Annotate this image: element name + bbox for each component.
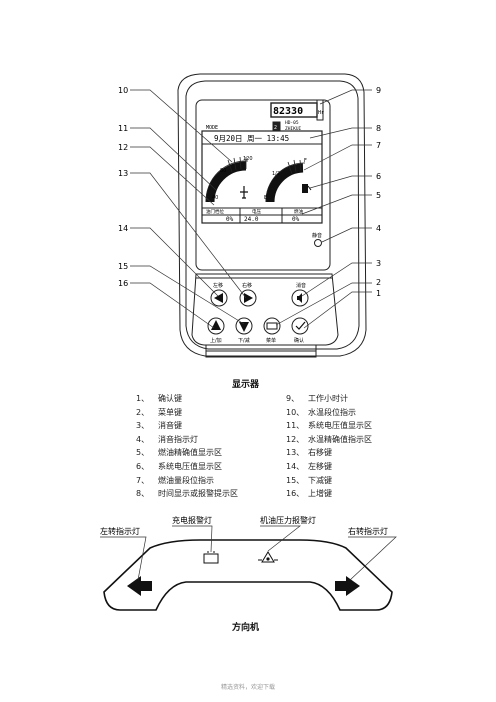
arrow-down-icon bbox=[239, 322, 249, 332]
thermometer-icon bbox=[240, 186, 248, 199]
svg-text:6: 6 bbox=[376, 172, 381, 181]
svg-text:8: 8 bbox=[376, 124, 381, 133]
right-turn-arrow-icon bbox=[335, 576, 360, 596]
svg-text:菜单: 菜单 bbox=[266, 337, 276, 344]
legend-item: 7、燃油量段位指示 bbox=[136, 475, 214, 485]
key-left[interactable]: 左移 bbox=[210, 282, 228, 307]
legend-item: 15、下减键 bbox=[286, 475, 332, 485]
label-oil-pressure: 机油压力报警灯 bbox=[260, 515, 316, 525]
status-row-labels: 油门档位 电压 燃油 bbox=[206, 208, 303, 215]
legend-item: 16、上增键 bbox=[286, 489, 332, 499]
legend-item: 5、燃油精确值显示区 bbox=[136, 448, 222, 458]
svg-text:E: E bbox=[264, 195, 267, 201]
svg-text:24.0: 24.0 bbox=[244, 216, 259, 223]
svg-text:上/加: 上/加 bbox=[210, 337, 222, 344]
legend-item: 6、系统电压值显示区 bbox=[136, 461, 222, 471]
coolant-temperature-gauge: 40 80 120 bbox=[205, 156, 253, 203]
svg-text:电压: 电压 bbox=[252, 208, 261, 215]
legend-item: 8、时间显示或报警提示区 bbox=[136, 489, 238, 499]
svg-text:0%: 0% bbox=[292, 216, 300, 223]
svg-text:左移: 左移 bbox=[213, 282, 223, 289]
svg-text:80: 80 bbox=[220, 168, 226, 174]
key-mute[interactable]: 消音 bbox=[291, 282, 309, 307]
svg-text:9: 9 bbox=[376, 86, 381, 95]
callout-numbers: 10 11 12 13 14 15 16 9 8 7 6 5 4 3 2 1 bbox=[118, 86, 381, 298]
svg-text:13: 13 bbox=[118, 169, 128, 178]
left-turn-arrow-icon bbox=[127, 576, 152, 596]
legend-item: 11、系统电压值显示区 bbox=[286, 421, 372, 431]
key-up[interactable]: 上/加 bbox=[207, 317, 225, 344]
legend-item: 2、菜单键 bbox=[136, 407, 182, 417]
svg-text:消音: 消音 bbox=[296, 282, 306, 289]
legend-item: 10、水温段位指示 bbox=[286, 407, 356, 417]
svg-text:2: 2 bbox=[376, 278, 381, 287]
legend-item: 13、右移键 bbox=[286, 448, 332, 458]
status-row-values: 0% 24.0 0% bbox=[226, 216, 300, 223]
direction-panel: 左转指示灯 充电报警灯 机油压力报警灯 右转指示灯 bbox=[100, 515, 397, 611]
svg-text:0%: 0% bbox=[226, 216, 234, 223]
display-caption: 显示器 bbox=[232, 380, 260, 390]
key-confirm[interactable]: 确认 bbox=[291, 317, 309, 344]
header-small-left: 2 bbox=[274, 125, 277, 131]
legend-item: 4、消音指示灯 bbox=[136, 434, 198, 444]
svg-text:14: 14 bbox=[118, 224, 128, 233]
svg-text:F: F bbox=[304, 158, 307, 164]
svg-text:下/减: 下/减 bbox=[238, 337, 250, 344]
legend-item: 12、水温精确值指示区 bbox=[286, 434, 372, 444]
arrow-left-icon bbox=[214, 293, 223, 303]
fuel-pump-icon bbox=[302, 184, 312, 193]
legend-item: 3、消音键 bbox=[136, 421, 182, 431]
svg-text:5: 5 bbox=[376, 191, 381, 200]
svg-text:1: 1 bbox=[376, 289, 381, 298]
svg-text:1/2: 1/2 bbox=[272, 171, 280, 177]
svg-text:12: 12 bbox=[118, 143, 128, 152]
leader-lines-right bbox=[275, 89, 372, 329]
fuel-level-gauge: E 1/2 F bbox=[264, 158, 312, 203]
battery-icon bbox=[203, 551, 219, 564]
speaker-icon bbox=[297, 293, 302, 303]
direction-caption: 方向机 bbox=[232, 623, 260, 633]
svg-text:10: 10 bbox=[118, 86, 128, 95]
svg-text:15: 15 bbox=[118, 262, 128, 271]
page-footer: 精选资料，欢迎下载 bbox=[220, 684, 275, 691]
legend-item: 9、工作小时计 bbox=[286, 394, 348, 403]
svg-text:3: 3 bbox=[376, 259, 381, 268]
header-small-right-2: ZHIKUI bbox=[285, 126, 302, 132]
arrow-right-icon bbox=[244, 293, 253, 303]
svg-text:确认: 确认 bbox=[294, 337, 304, 344]
svg-text:120: 120 bbox=[243, 156, 253, 162]
svg-text:4: 4 bbox=[376, 224, 381, 233]
menu-icon bbox=[266, 322, 278, 330]
legend-item: 1、确认键 bbox=[136, 394, 182, 403]
svg-text:油门档位: 油门档位 bbox=[206, 208, 224, 215]
header-left-label: MODE bbox=[206, 125, 218, 131]
leader-lines-left bbox=[130, 89, 247, 329]
svg-text:右移: 右移 bbox=[242, 282, 252, 289]
legend-item: 14、左移键 bbox=[286, 461, 332, 471]
svg-text:16: 16 bbox=[118, 279, 128, 288]
key-down[interactable]: 下/减 bbox=[235, 317, 253, 344]
hour-meter-value: 82330 bbox=[273, 106, 303, 117]
svg-text:燃油: 燃油 bbox=[294, 208, 303, 215]
label-right-turn: 右转指示灯 bbox=[348, 526, 388, 536]
mute-indicator-label: 静音 bbox=[312, 232, 322, 239]
label-left-turn: 左转指示灯 bbox=[100, 526, 140, 536]
date-time-readout: 9月20日 周一 13:45 bbox=[214, 134, 289, 143]
display-unit bbox=[177, 73, 367, 358]
legend-left: 1、确认键 2、菜单键 3、消音键 4、消音指示灯 5、燃油精确值显示区 6、系… bbox=[136, 392, 238, 501]
label-charge-warning: 充电报警灯 bbox=[172, 515, 212, 525]
hour-meter-unit: Hr bbox=[318, 110, 324, 116]
key-right[interactable]: 右移 bbox=[239, 282, 257, 307]
key-menu[interactable]: 菜单 bbox=[263, 317, 281, 344]
legend-right: 9、工作小时计 10、水温段位指示 11、系统电压值显示区 12、水温精确值指示… bbox=[286, 392, 372, 501]
svg-text:7: 7 bbox=[376, 141, 381, 150]
checkmark-icon bbox=[295, 321, 306, 330]
svg-text:40: 40 bbox=[212, 195, 218, 201]
svg-text:11: 11 bbox=[118, 124, 128, 133]
arrow-up-icon bbox=[211, 320, 221, 330]
header-small-right-1: HD-05 bbox=[285, 120, 299, 126]
oil-can-icon bbox=[258, 551, 278, 563]
